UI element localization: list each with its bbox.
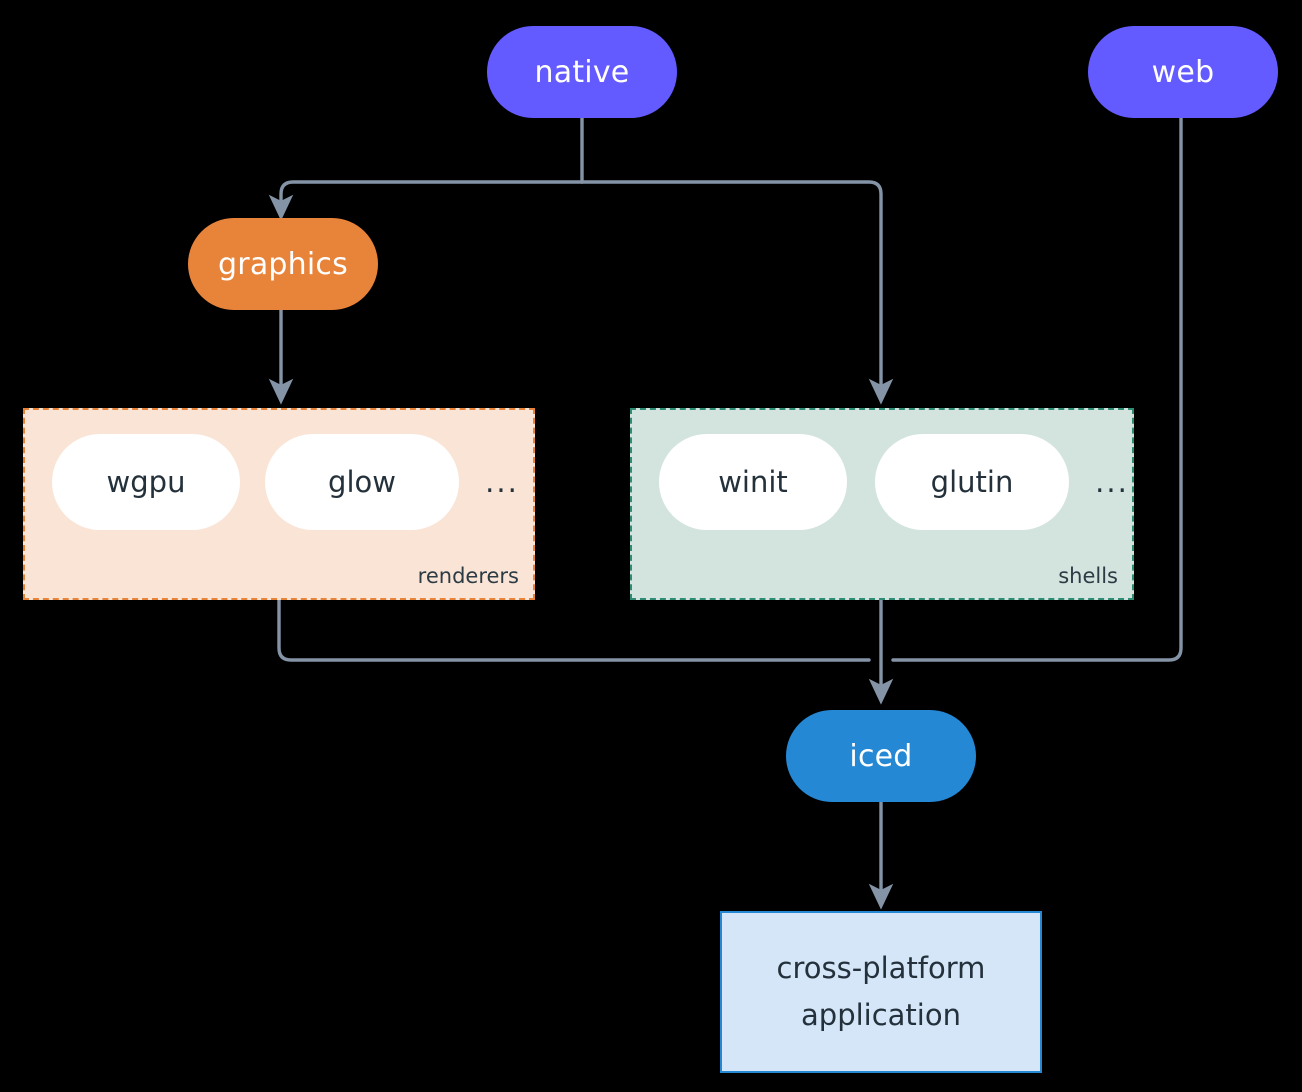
leaf-winit[interactable]: winit: [659, 434, 847, 530]
node-graphics-label: graphics: [218, 246, 348, 282]
leaf-wgpu[interactable]: wgpu: [52, 434, 240, 530]
node-native[interactable]: native: [487, 26, 677, 118]
cluster-shells: winit glutin ... shells: [630, 408, 1134, 600]
renderers-ellipsis: ...: [485, 465, 519, 499]
leaf-winit-label: winit: [718, 465, 788, 499]
leaf-glutin[interactable]: glutin: [875, 434, 1069, 530]
cluster-shells-label: shells: [1058, 564, 1118, 588]
cluster-renderers: wgpu glow ... renderers: [23, 408, 535, 600]
leaf-glutin-label: glutin: [930, 465, 1014, 499]
node-web[interactable]: web: [1088, 26, 1278, 118]
leaf-glow[interactable]: glow: [265, 434, 459, 530]
cluster-renderers-label: renderers: [417, 564, 519, 588]
leaf-wgpu-label: wgpu: [106, 465, 186, 499]
node-web-label: web: [1151, 54, 1215, 90]
edge-renderers-iced: [277, 598, 871, 662]
shells-ellipsis: ...: [1095, 465, 1129, 499]
node-iced-label: iced: [849, 738, 913, 774]
node-application-label-line2: application: [801, 998, 961, 1032]
node-iced[interactable]: iced: [786, 710, 976, 802]
node-application-label-line1: cross-platform: [776, 951, 986, 986]
node-application[interactable]: cross-platform application: [720, 911, 1042, 1073]
node-graphics[interactable]: graphics: [188, 218, 378, 310]
edge-native-shells: [580, 180, 894, 405]
leaf-glow-label: glow: [328, 465, 396, 499]
node-native-label: native: [534, 54, 630, 90]
edge-native-graphics: [268, 180, 584, 221]
